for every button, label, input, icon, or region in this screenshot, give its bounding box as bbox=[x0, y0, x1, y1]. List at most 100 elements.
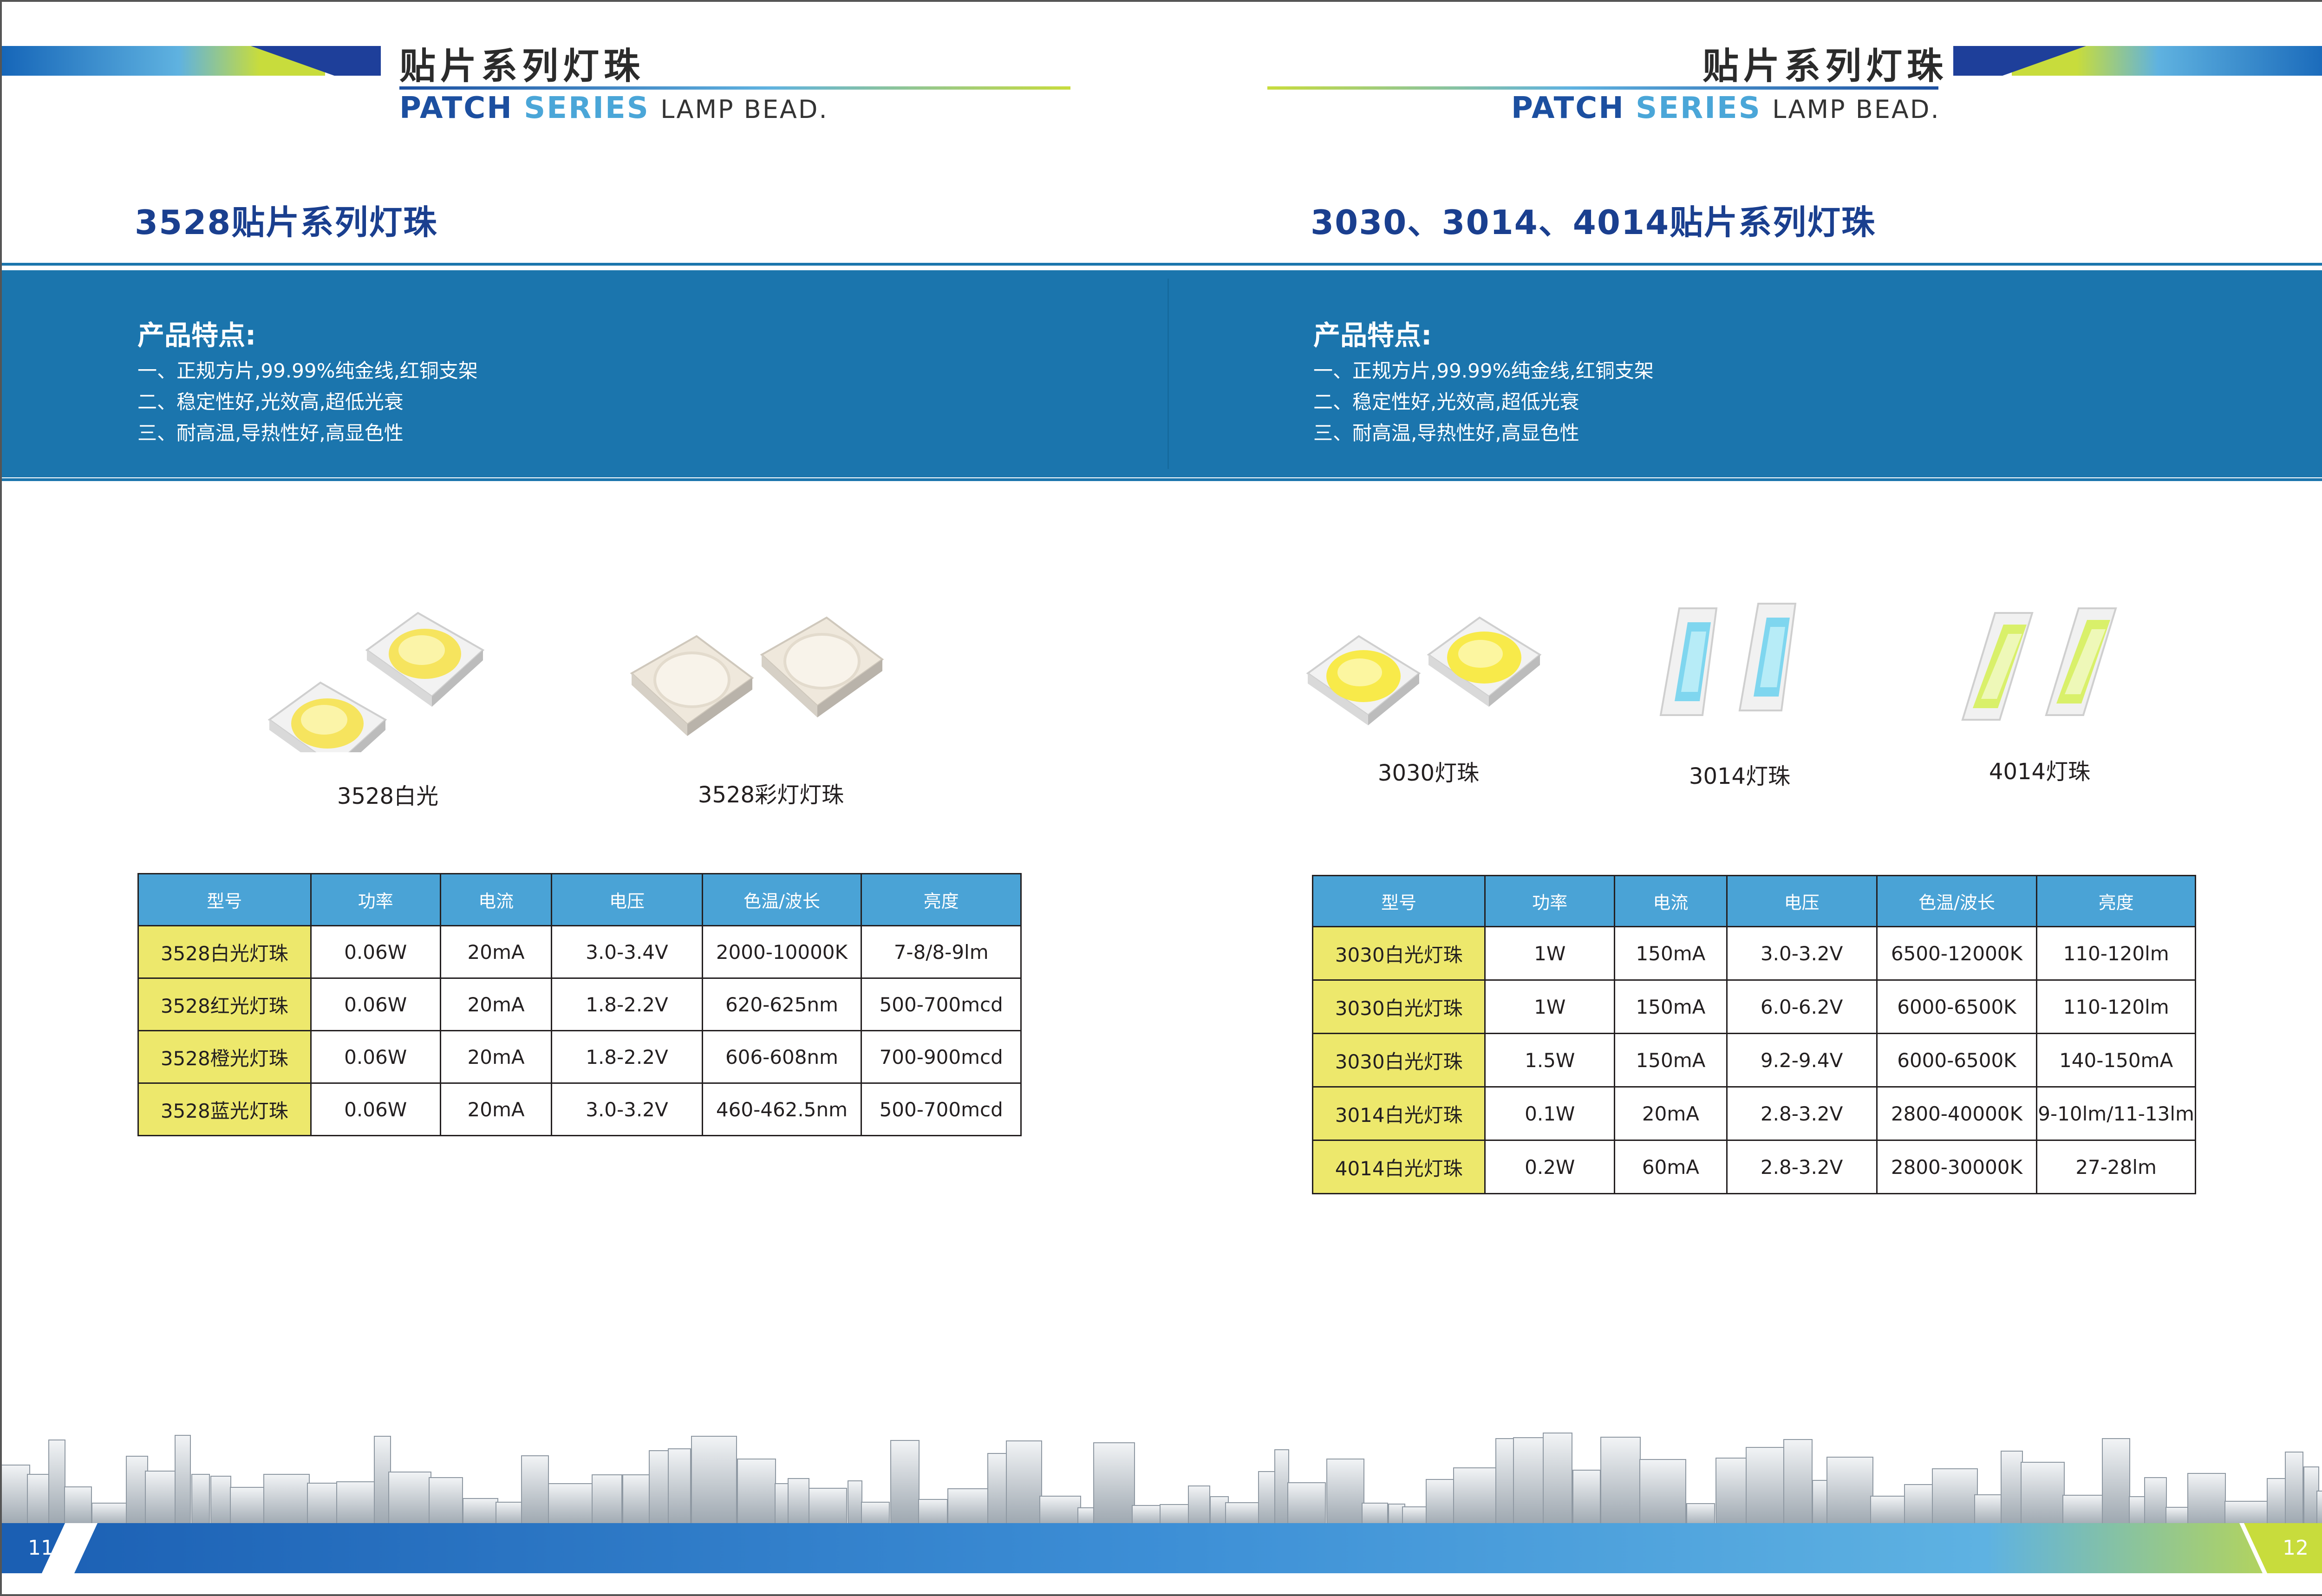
skyline-building bbox=[2285, 1452, 2303, 1528]
skyline-building bbox=[2267, 1478, 2289, 1528]
skyline-building bbox=[1093, 1442, 1135, 1528]
col-header-current: 电流 bbox=[1614, 875, 1728, 927]
page-number-left: 11 bbox=[28, 1536, 54, 1560]
cell-brightness: 9-10lm/11-13lm bbox=[2036, 1086, 2196, 1141]
cell-model: 3030白光灯珠 bbox=[1311, 979, 1486, 1034]
cell-current: 20mA bbox=[439, 1082, 553, 1136]
cell-brightness: 500-700mcd bbox=[861, 1082, 1022, 1136]
skyline-building bbox=[1513, 1437, 1544, 1528]
table-row: 3014白光灯珠 0.1W 20mA 2.8-3.2V 2800-40000K … bbox=[1311, 1086, 2196, 1141]
header-stripe-left bbox=[0, 46, 381, 76]
header-en-series: SERIES bbox=[1636, 91, 1761, 125]
cell-color-temp: 6500-12000K bbox=[1876, 926, 2038, 981]
cell-power: 1W bbox=[1484, 926, 1616, 981]
skyline-building bbox=[947, 1488, 991, 1528]
skyline-building bbox=[230, 1487, 267, 1528]
cell-brightness: 110-120lm bbox=[2036, 926, 2196, 981]
skyline-building bbox=[1639, 1459, 1686, 1528]
skyline-building bbox=[1812, 1480, 1828, 1528]
header-title: 贴片系列灯珠 bbox=[1702, 46, 1948, 87]
cell-voltage: 3.0-3.2V bbox=[551, 1082, 703, 1136]
product-caption: 3014灯珠 bbox=[1689, 763, 1791, 789]
skyline-building bbox=[521, 1455, 549, 1528]
header-en: PATCH SERIES LAMP BEAD. bbox=[1511, 91, 1940, 125]
skyline-building bbox=[191, 1474, 210, 1528]
skyline-building bbox=[548, 1483, 594, 1528]
col-header-color-temp: 色温/波长 bbox=[1876, 875, 2038, 927]
led-4014-image bbox=[1961, 607, 2117, 721]
skyline-building bbox=[1932, 1468, 1978, 1528]
skyline-building bbox=[388, 1472, 431, 1528]
skyline-building bbox=[1495, 1438, 1514, 1528]
skyline-building bbox=[2187, 1473, 2226, 1528]
cell-voltage: 3.0-3.2V bbox=[1726, 926, 1878, 981]
feature-item: 一、正规方片,99.99%纯金线,红铜支架 bbox=[1313, 359, 1654, 382]
header-rule bbox=[1267, 86, 1938, 90]
skyline-building bbox=[210, 1476, 231, 1528]
col-header-brightness: 亮度 bbox=[861, 873, 1022, 926]
cell-model: 3528红光灯珠 bbox=[137, 977, 312, 1031]
skyline-building bbox=[2144, 1477, 2167, 1528]
col-header-voltage: 电压 bbox=[551, 873, 703, 926]
table-row: 3030白光灯珠 1W 150mA 6.0-6.2V 6000-6500K 11… bbox=[1311, 979, 2196, 1034]
cell-power: 1W bbox=[1484, 979, 1616, 1034]
cell-model: 3528蓝光灯珠 bbox=[137, 1082, 312, 1136]
table-header-row: 型号 功率 电流 电压 色温/波长 亮度 bbox=[137, 873, 1022, 926]
band-top-line bbox=[0, 263, 2322, 266]
feature-item: 二、稳定性好,光效高,超低光衰 bbox=[1313, 391, 1579, 413]
table-row: 3030白光灯珠 1.5W 150mA 9.2-9.4V 6000-6500K … bbox=[1311, 1033, 2196, 1088]
skyline-building bbox=[1006, 1440, 1042, 1528]
led-3528-color-image bbox=[630, 616, 884, 736]
cell-voltage: 1.8-2.2V bbox=[551, 977, 703, 1031]
skyline-building bbox=[336, 1481, 376, 1528]
col-header-model: 型号 bbox=[1311, 875, 1486, 927]
cell-voltage: 6.0-6.2V bbox=[1726, 979, 1878, 1034]
cell-model: 3528白光灯珠 bbox=[137, 925, 312, 979]
features-title: 产品特点: bbox=[1313, 319, 1432, 351]
cell-brightness: 27-28lm bbox=[2036, 1140, 2196, 1194]
skyline-building bbox=[1274, 1449, 1289, 1528]
skyline-building bbox=[145, 1471, 178, 1528]
footer-blue-band bbox=[0, 1523, 2322, 1573]
col-header-power: 功率 bbox=[310, 873, 441, 926]
product-caption: 3030灯珠 bbox=[1377, 760, 1480, 786]
cell-voltage: 2.8-3.2V bbox=[1726, 1140, 1878, 1194]
skyline-building bbox=[2001, 1451, 2023, 1528]
cell-model: 3030白光灯珠 bbox=[1311, 1033, 1486, 1088]
cell-voltage: 2.8-3.2V bbox=[1726, 1086, 1878, 1141]
skyline-building bbox=[737, 1459, 776, 1528]
col-header-model: 型号 bbox=[137, 873, 312, 926]
table-row: 3528白光灯珠 0.06W 20mA 3.0-3.4V 2000-10000K… bbox=[137, 925, 1022, 979]
skyline-building bbox=[1746, 1447, 1785, 1528]
skyline-building bbox=[592, 1474, 622, 1528]
cell-model: 3528橙光灯珠 bbox=[137, 1030, 312, 1084]
page-right: 贴片系列灯珠 PATCH SERIES LAMP BEAD. 3030、3014… bbox=[1168, 0, 2322, 1596]
skyline-building bbox=[809, 1488, 847, 1528]
skyline-building bbox=[2062, 1495, 2104, 1528]
product-caption: 3528白光 bbox=[337, 783, 439, 809]
cell-brightness: 700-900mcd bbox=[861, 1030, 1022, 1084]
cell-current: 150mA bbox=[1614, 926, 1728, 981]
feature-item: 三、耐高温,导热性好,高显色性 bbox=[137, 422, 404, 444]
skyline-building bbox=[1783, 1439, 1813, 1528]
skyline-building bbox=[48, 1440, 65, 1528]
header-stripe-right bbox=[1953, 46, 2322, 76]
feature-item: 二、稳定性好,光效高,超低光衰 bbox=[137, 391, 404, 413]
table-row: 3528橙光灯珠 0.06W 20mA 1.8-2.2V 606-608nm 7… bbox=[137, 1030, 1022, 1084]
table-row: 3030白光灯珠 1W 150mA 3.0-3.2V 6500-12000K 1… bbox=[1311, 926, 2196, 981]
cell-power: 1.5W bbox=[1484, 1033, 1616, 1088]
section-title: 3528贴片系列灯珠 bbox=[135, 203, 438, 242]
cell-voltage: 3.0-3.4V bbox=[551, 925, 703, 979]
col-header-brightness: 亮度 bbox=[2036, 875, 2196, 927]
cell-color-temp: 2800-30000K bbox=[1876, 1140, 2038, 1194]
skyline-building bbox=[64, 1486, 92, 1528]
skyline-building bbox=[788, 1478, 809, 1528]
cell-model: 4014白光灯珠 bbox=[1311, 1140, 1486, 1194]
cell-brightness: 140-150mA bbox=[2036, 1033, 2196, 1088]
skyline-building bbox=[668, 1448, 691, 1528]
cell-current: 150mA bbox=[1614, 1033, 1728, 1088]
cell-color-temp: 2800-40000K bbox=[1876, 1086, 2038, 1141]
features-title: 产品特点: bbox=[137, 319, 256, 351]
col-header-power: 功率 bbox=[1484, 875, 1616, 927]
cell-color-temp: 6000-6500K bbox=[1876, 1033, 2038, 1088]
